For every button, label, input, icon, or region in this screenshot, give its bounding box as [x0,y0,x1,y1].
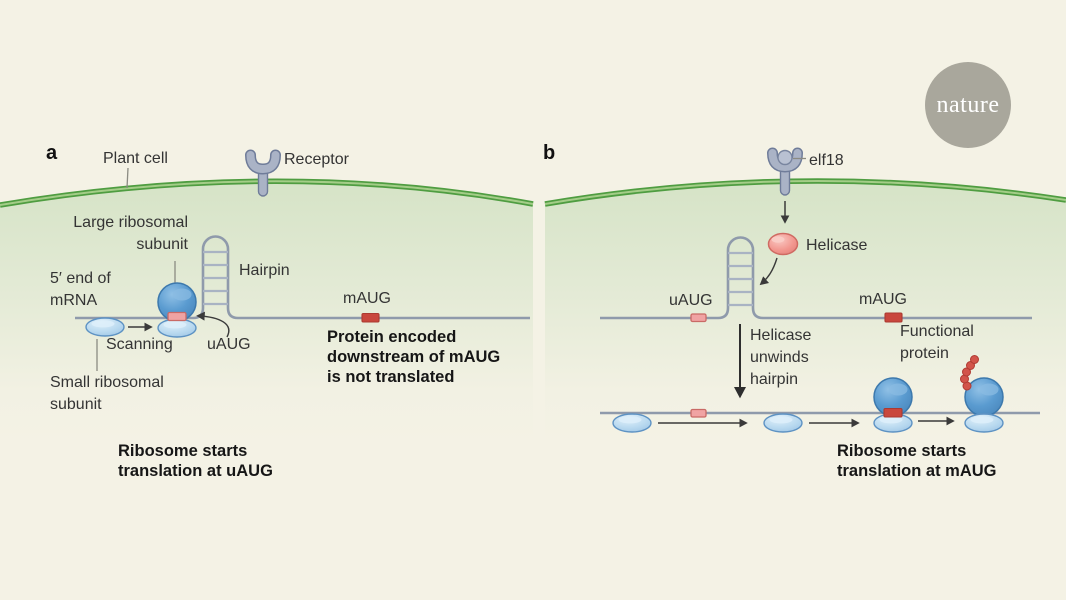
maug-label-b: mAUG [859,291,907,308]
plant-cell-label: Plant cell [103,150,168,167]
hairpin-rungs-b [728,251,753,307]
small-ribosomal-subunit-label: Small ribosomal subunit [50,374,164,413]
mrna-hairpin-b [600,236,1032,320]
scanning-label: Scanning [106,336,173,353]
cell-region-a [0,181,533,600]
hairpin-rungs-a [203,250,228,306]
uaug-codon [690,313,707,323]
large-ribosomal-subunit-label: Large ribosomal subunit [73,214,188,253]
functional-protein-label: Functional protein [900,323,974,362]
receptor-label: Receptor [284,151,349,168]
plasma-membrane-b [544,178,1066,207]
protein-beads-icon [960,355,979,391]
helicase-icon [767,232,799,256]
not-translated-annotation: Protein encoded downstream of mAUG is no… [327,328,501,386]
panel-b-label: b [543,142,556,164]
receptor-with-elf18-icon [767,147,803,196]
ribosome-at-uaug-icon [157,282,197,338]
helicase-unwinds-label: Helicase unwinds hairpin [750,327,812,388]
ribosome-starts-uaug-annotation: Ribosome starts translation at uAUG [118,442,273,480]
elf18-ligand-icon [777,149,793,166]
panel-a-label: a [46,142,58,164]
small-ribosomal-subunit-icon [612,413,652,433]
plasma-membrane-a [0,178,534,208]
maug-codon [884,312,903,323]
helicase-label: Helicase [806,237,868,254]
uaug-label-a: uAUG [207,336,251,353]
five-prime-end-label: 5′ end of mRNA [50,270,111,309]
ribosome-at-maug-icon [873,377,913,433]
elf18-label: elf18 [809,152,844,169]
helicase-to-hairpin-arrow [759,257,778,286]
receptor-icon [245,149,281,197]
maug-codon [361,312,380,323]
uaug-codon [167,311,187,322]
uaug-pointer-arrow [196,311,230,338]
plant-cell-leader-line [126,167,129,189]
ribosome-starts-maug-annotation: Ribosome starts translation at mAUG [837,442,997,480]
uaug-codon [690,408,707,418]
hairpin-label: Hairpin [239,262,290,279]
small-ribosomal-subunit-icon [763,413,803,433]
cell-region-b [545,180,1066,600]
uaug-label-b: uAUG [669,292,713,309]
nature-logo-text: nature [936,91,1000,118]
small-ribosomal-subunit-icon [964,413,1004,433]
maug-codon [883,407,903,418]
maug-label-a: mAUG [343,290,391,307]
nature-logo: nature [925,62,1011,148]
